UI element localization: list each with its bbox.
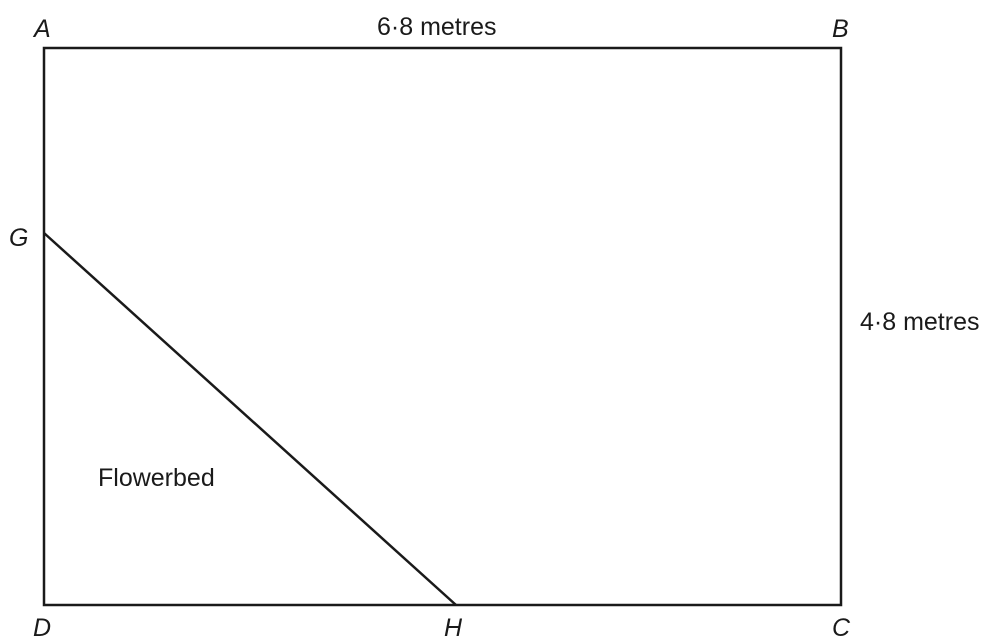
right-side-length: 4·8 metres <box>860 308 979 336</box>
vertex-label-c: C <box>832 614 851 639</box>
vertex-label-a: A <box>32 15 51 43</box>
segment-gh <box>43 232 457 606</box>
vertex-label-h: H <box>444 614 463 639</box>
flowerbed-label: Flowerbed <box>98 464 215 492</box>
vertex-label-d: D <box>33 614 51 639</box>
vertex-label-g: G <box>9 224 28 252</box>
top-side-length: 6·8 metres <box>377 13 496 41</box>
vertex-label-b: B <box>832 15 849 43</box>
rectangle-abcd <box>42 46 843 607</box>
